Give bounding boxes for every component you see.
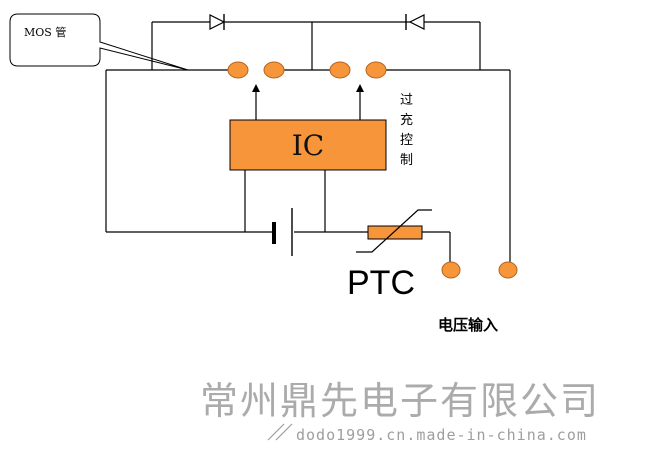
diode-left (209, 14, 226, 30)
diode-rail (151, 14, 481, 70)
main-wiring (105, 69, 511, 262)
input-terminal-2 (498, 261, 518, 279)
battery-symbol (272, 208, 293, 256)
mos-pad-1 (227, 61, 249, 79)
overcharge-label: 过 充 控 制 (400, 93, 417, 168)
voltage-input-label: 电压输入 (438, 316, 498, 334)
arrow-right-head (356, 84, 364, 92)
mos-label: MOS 管 (24, 25, 66, 39)
callout-bubble (9, 13, 189, 71)
watermark-url: dodo1999.cn.made-in-china.com (296, 426, 587, 444)
diode-right (405, 14, 425, 30)
watermark: 常州鼎先电子有限公司 dodo1999.cn.made-in-china.com (200, 379, 600, 444)
ptc-thermistor (356, 209, 432, 253)
input-terminals (441, 261, 518, 279)
mos-pad-4 (365, 61, 387, 79)
mos-pads (227, 61, 387, 79)
ptc-label: PTC (347, 264, 415, 302)
mos-callout: MOS 管 (9, 13, 189, 71)
input-terminal-1 (441, 261, 461, 279)
mos-pad-3 (329, 61, 351, 79)
ic-box (229, 119, 387, 171)
ic-block: IC (229, 119, 387, 171)
ic-label: IC (292, 129, 324, 162)
arrow-left-head (252, 84, 260, 92)
watermark-company: 常州鼎先电子有限公司 (200, 379, 600, 423)
control-arrows (252, 84, 364, 120)
mos-pad-2 (263, 61, 285, 79)
ptc-slash (356, 209, 432, 253)
ptc-body (367, 225, 423, 240)
